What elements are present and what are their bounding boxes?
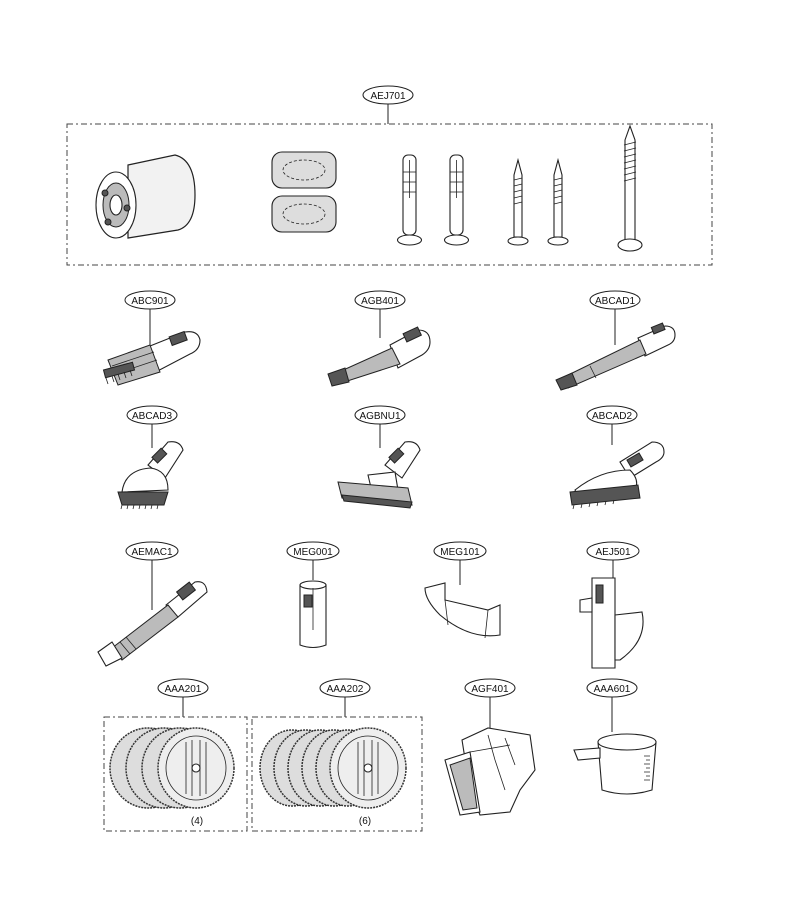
wall-mount-illustration [579,577,644,669]
label-oval-aaa202 [319,678,371,698]
label-oval-abcad1 [589,290,641,310]
part-agf401: AGF401 [444,678,536,816]
label-oval-abc901 [124,290,176,310]
gasket-pads-illustration [271,151,337,233]
part-aaa601: AAA601 [573,678,657,795]
part-meg001: MEG001 [286,541,340,649]
label-oval-aaa601 [586,678,638,698]
label-agb401: AGB401 [361,296,399,307]
part-aaa202: AAA202 (6) [251,678,423,832]
label-agf401: AGF401 [471,684,509,695]
label-oval-aemac1 [125,541,179,561]
group-box-aej701 [66,123,713,266]
label-oval-aej701 [362,85,414,105]
label-oval-agbnu1 [354,405,406,425]
part-abcad3: ABCAD3 [117,405,184,510]
label-aaa201: AAA201 [165,684,202,695]
part-abc901: ABC901 [102,290,201,386]
group-box-aaa202 [251,716,423,832]
label-abc901: ABC901 [131,296,169,307]
label-oval-aaa201 [157,678,209,698]
combination-tool-illustration [102,330,201,386]
wall-holder-tube-illustration [299,580,327,649]
label-oval-meg001 [286,541,340,561]
screws-illustration [396,124,643,252]
label-oval-abcad3 [126,405,178,425]
label-aemac1: AEMAC1 [131,547,173,558]
label-aaa202: AAA202 [327,684,364,695]
part-aej701: AEJ701 [66,85,713,266]
bristle-brush-illustration [569,441,665,510]
label-meg001: MEG001 [293,547,333,558]
label-agbnu1: AGBNU1 [359,411,401,422]
label-aaa601: AAA601 [594,684,631,695]
crevice-tool-illustration [327,326,431,387]
label-aej501: AEJ501 [595,547,630,558]
adapter-illustration [95,154,196,239]
label-abcad3: ABCAD3 [132,411,172,422]
extension-tool-illustration [555,322,676,391]
part-abcad2: ABCAD2 [569,405,665,510]
filter-bag-illustration [444,727,536,816]
part-aaa201: AAA201 (4) [103,678,248,832]
upholstery-tool-illustration [337,441,421,509]
part-aej501: AEJ501 [579,541,644,669]
motorized-adapter-illustration [97,581,208,667]
part-aemac1: AEMAC1 [97,541,208,667]
label-abcad1: ABCAD1 [595,296,635,307]
label-oval-meg101 [433,541,487,561]
label-aej701: AEJ701 [370,91,405,102]
label-oval-aej501 [586,541,640,561]
part-meg101: MEG101 [424,541,501,639]
mop-pads-6-illustration [259,727,407,809]
accessory-tray-illustration [424,582,501,639]
part-abcad1: ABCAD1 [555,290,676,391]
dusting-brush-illustration [117,441,184,510]
group-box-aaa201 [103,716,248,832]
quantity-aaa201: (4) [191,816,203,827]
label-abcad2: ABCAD2 [592,411,632,422]
mop-pads-4-illustration [109,727,235,809]
measuring-cup-illustration [573,733,657,795]
part-agbnu1: AGBNU1 [337,405,421,509]
label-meg101: MEG101 [440,547,480,558]
label-oval-agf401 [464,678,516,698]
quantity-aaa202: (6) [359,816,371,827]
label-oval-agb401 [354,290,406,310]
part-agb401: AGB401 [327,290,431,387]
label-oval-abcad2 [586,405,638,425]
